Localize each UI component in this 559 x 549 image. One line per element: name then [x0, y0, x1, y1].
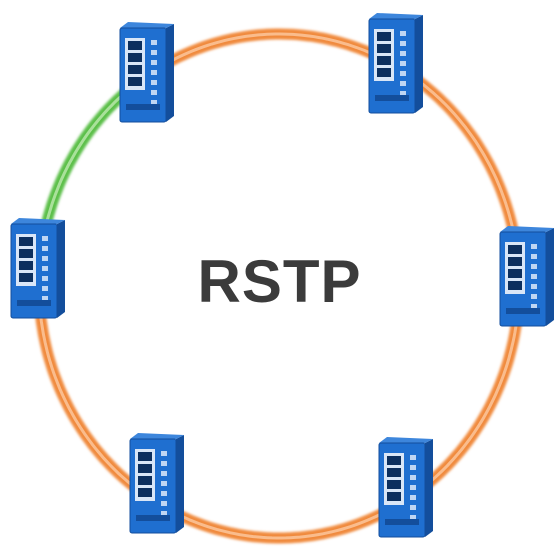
switch-left	[10, 218, 65, 319]
ethernet-port-icon	[377, 56, 391, 65]
switch-side-face	[546, 228, 554, 326]
ethernet-port-icon	[19, 273, 33, 282]
status-led-icon	[151, 50, 157, 55]
status-led-icon	[410, 485, 416, 490]
ethernet-port-icon	[138, 452, 152, 461]
ethernet-port-icon	[508, 269, 522, 278]
status-led-icon	[42, 236, 48, 241]
status-led-icon	[531, 254, 537, 259]
ethernet-port-icon	[19, 261, 33, 270]
ethernet-port-icon	[19, 237, 33, 246]
status-led-icon	[161, 451, 167, 456]
status-led-icon	[410, 515, 416, 520]
status-led-icon	[410, 455, 416, 460]
link-bottom	[139, 489, 415, 544]
ethernet-port-icon	[128, 41, 142, 50]
status-led-icon	[42, 256, 48, 261]
switch-side-face	[176, 435, 184, 533]
status-led-icon	[42, 266, 48, 271]
status-led-icon	[151, 70, 157, 75]
ethernet-port-icon	[128, 77, 142, 86]
status-led-icon	[400, 51, 406, 56]
status-led-icon	[531, 304, 537, 309]
power-connector-icon	[17, 300, 51, 306]
power-connector-icon	[385, 519, 419, 525]
ethernet-port-icon	[128, 65, 142, 74]
ethernet-port-icon	[387, 480, 401, 489]
switch-side-face	[425, 439, 433, 537]
status-led-icon	[410, 475, 416, 480]
power-connector-icon	[506, 308, 540, 314]
status-led-icon	[161, 471, 167, 476]
ethernet-port-icon	[138, 476, 152, 485]
ethernet-port-icon	[19, 249, 33, 258]
ethernet-port-icon	[387, 492, 401, 501]
ethernet-port-icon	[128, 53, 142, 62]
switches	[10, 13, 554, 538]
link-bottom-highlight	[143, 493, 411, 540]
switch-top-face	[130, 433, 184, 439]
status-led-icon	[410, 495, 416, 500]
switch-top-face	[500, 226, 554, 232]
status-led-icon	[531, 244, 537, 249]
status-led-icon	[531, 264, 537, 269]
status-led-icon	[161, 491, 167, 496]
status-led-icon	[410, 465, 416, 470]
status-led-icon	[531, 294, 537, 299]
status-led-icon	[42, 296, 48, 301]
status-led-icon	[161, 481, 167, 486]
status-led-icon	[531, 284, 537, 289]
power-connector-icon	[375, 95, 409, 101]
status-led-icon	[151, 100, 157, 105]
ethernet-port-icon	[387, 468, 401, 477]
ethernet-port-icon	[377, 68, 391, 77]
power-connector-icon	[126, 104, 160, 110]
ethernet-port-icon	[138, 488, 152, 497]
ethernet-port-icon	[508, 257, 522, 266]
ethernet-port-icon	[377, 32, 391, 41]
status-led-icon	[400, 71, 406, 76]
status-led-icon	[42, 286, 48, 291]
status-led-icon	[151, 90, 157, 95]
switch-top-right	[368, 13, 423, 114]
power-connector-icon	[136, 515, 170, 521]
switch-right	[499, 226, 554, 327]
status-led-icon	[400, 41, 406, 46]
status-led-icon	[400, 81, 406, 86]
ethernet-port-icon	[508, 245, 522, 254]
status-led-icon	[531, 274, 537, 279]
ethernet-port-icon	[508, 281, 522, 290]
switch-side-face	[57, 220, 65, 318]
ethernet-port-icon	[138, 464, 152, 473]
ethernet-port-icon	[387, 456, 401, 465]
status-led-icon	[161, 501, 167, 506]
switch-bottom-right	[378, 437, 433, 538]
status-led-icon	[161, 461, 167, 466]
switch-top-face	[379, 437, 433, 443]
switch-top-face	[369, 13, 423, 19]
status-led-icon	[42, 276, 48, 281]
status-led-icon	[410, 505, 416, 510]
status-led-icon	[400, 91, 406, 96]
switch-top-left	[119, 22, 174, 123]
status-led-icon	[151, 80, 157, 85]
status-led-icon	[161, 511, 167, 516]
status-led-icon	[151, 40, 157, 45]
switch-top-face	[120, 22, 174, 28]
status-led-icon	[151, 60, 157, 65]
ethernet-port-icon	[377, 44, 391, 53]
link-top-highlight	[144, 32, 394, 78]
switch-top-face	[11, 218, 65, 224]
status-led-icon	[42, 246, 48, 251]
status-led-icon	[400, 31, 406, 36]
switch-side-face	[415, 15, 423, 113]
switch-side-face	[166, 24, 174, 122]
center-label: RSTP	[197, 248, 362, 315]
link-top	[140, 28, 398, 82]
status-led-icon	[400, 61, 406, 66]
switch-bottom-left	[129, 433, 184, 534]
